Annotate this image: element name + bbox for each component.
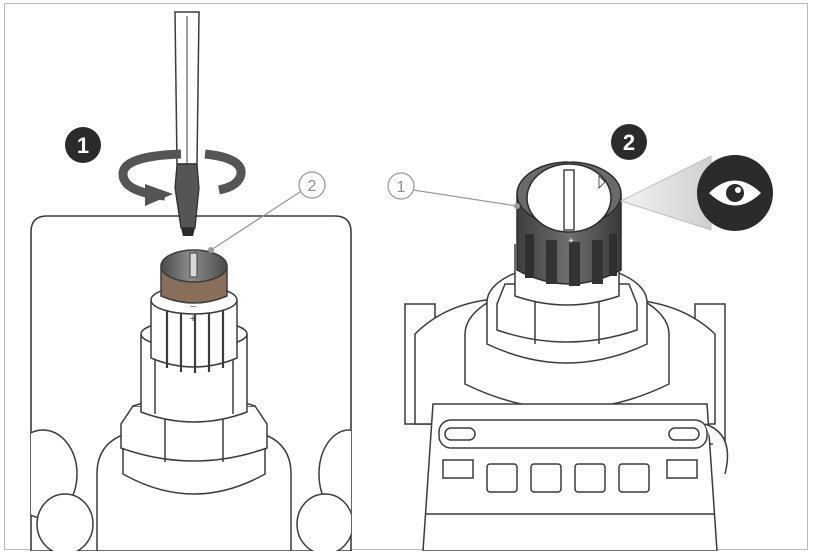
adjusting-cap (160, 249, 228, 304)
step-2-panel: − + 2 1 (387, 124, 773, 551)
screwdriver-tool (174, 11, 200, 236)
step-badge-1: 1 (65, 127, 101, 163)
callout-1-label: 1 (397, 179, 406, 196)
knob-plus-marking-right: + (568, 236, 574, 247)
step-2-number: 2 (623, 130, 635, 155)
figure-frame: + − 1 2 (4, 3, 808, 552)
valve-assembly-right (404, 244, 729, 551)
step-1-panel: + − 1 2 (30, 11, 352, 552)
knob-plus-marking: + (190, 313, 196, 325)
callout-2: 2 (208, 171, 326, 253)
step-1-number: 1 (77, 133, 89, 158)
step-badge-2: 2 (611, 124, 647, 160)
illustration-canvas: + − 1 2 (30, 11, 773, 552)
knob-minus-marking-right: − (567, 156, 572, 166)
rotation-arrow-icon (118, 149, 246, 206)
eye-icon (697, 155, 773, 231)
callout-1: 1 (387, 172, 520, 209)
callout-2-label: 2 (308, 178, 317, 195)
knob-minus-marking: − (190, 302, 196, 313)
adjusting-knob (516, 161, 622, 286)
